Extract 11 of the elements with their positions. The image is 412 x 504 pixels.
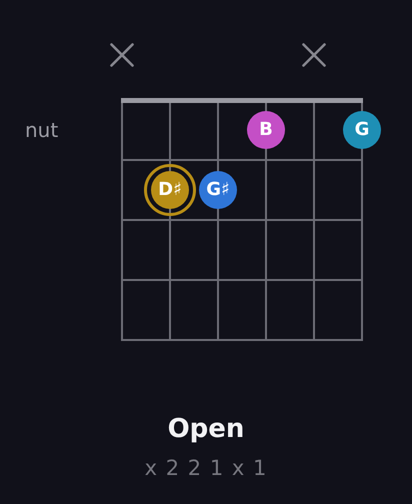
- note-dot: [343, 111, 381, 149]
- chord-title: Open: [168, 416, 244, 442]
- root-note-dot: [144, 164, 196, 216]
- note-name: B: [259, 121, 273, 139]
- nut-label: nut: [25, 120, 58, 140]
- fingering-caption: x 2 2 1 x 1: [144, 458, 268, 478]
- note-dot: [247, 111, 285, 149]
- note-name: G: [354, 121, 370, 139]
- note-name: D♯: [158, 181, 182, 199]
- note-name: G♯: [206, 181, 230, 199]
- note-dot: [199, 171, 237, 209]
